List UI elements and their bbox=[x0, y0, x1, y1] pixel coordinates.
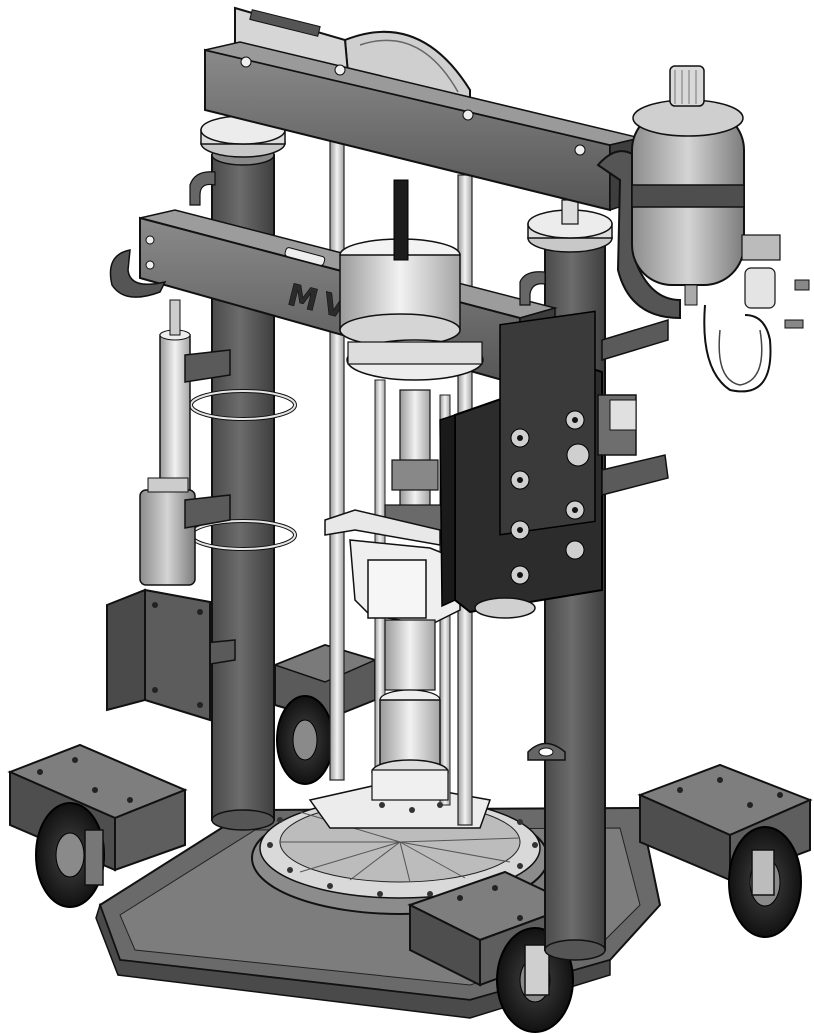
left-accessories bbox=[106, 299, 236, 722]
rear-caster-right bbox=[637, 763, 813, 938]
rear-caster-left bbox=[272, 643, 378, 785]
hose-hooks bbox=[109, 171, 546, 306]
front-caster-left bbox=[7, 743, 188, 908]
solvent-reservoir bbox=[631, 65, 810, 393]
pump-assembly bbox=[324, 179, 484, 813]
control-panel bbox=[439, 310, 669, 619]
